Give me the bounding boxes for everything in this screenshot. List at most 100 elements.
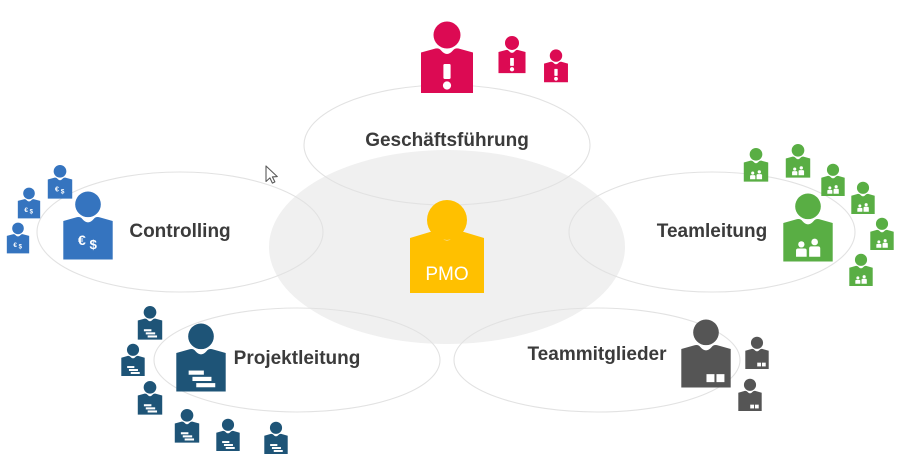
exclamation-dot-icon <box>554 76 558 81</box>
group-projektleitung: Projektleitung <box>121 305 360 454</box>
mini-person-head-icon <box>793 167 797 171</box>
document-line-icon <box>147 335 158 338</box>
exclamation-bar-icon <box>554 68 558 76</box>
badge-square-icon <box>757 362 762 367</box>
person-head-icon <box>180 408 194 422</box>
person-head-icon <box>433 21 461 49</box>
person-head-icon <box>743 378 757 391</box>
group-teamleitung: Teamleitung <box>657 143 894 286</box>
group-label-controlling: Controlling <box>129 221 230 242</box>
mini-person-body-icon <box>798 170 805 176</box>
group-label-teammitglieder: Teammitglieder <box>527 344 667 365</box>
euro-symbol-icon: € <box>55 187 59 194</box>
mini-person-body-icon <box>855 279 861 284</box>
group-teammitglieder: Teammitglieder <box>527 319 769 411</box>
main-icon-teammitglieder <box>681 319 731 388</box>
person-body-icon <box>870 229 894 250</box>
document-line-icon <box>184 438 195 441</box>
document-line-icon <box>128 369 138 371</box>
mini-person-head-icon <box>877 240 881 244</box>
mini-person-head-icon <box>757 170 761 174</box>
mini-person-body-icon <box>882 242 888 248</box>
mini-person-head-icon <box>799 166 803 170</box>
document-line-icon <box>180 432 189 435</box>
person-head-icon <box>53 164 67 178</box>
mini-person-body-icon <box>796 248 807 257</box>
dollar-symbol-icon: $ <box>90 237 98 252</box>
document-line-icon <box>223 444 233 446</box>
arrow-pointer-icon <box>265 165 278 184</box>
badge-square-icon <box>706 374 715 383</box>
person-head-icon <box>143 380 157 394</box>
person-head-icon <box>549 49 563 62</box>
satellite-icon-geschaeftsfuehrung-1 <box>544 49 568 83</box>
document-line-icon <box>127 366 135 369</box>
mini-person-body-icon <box>863 206 869 212</box>
person-body-icon <box>216 430 240 451</box>
person-body-icon <box>821 175 845 196</box>
document-line-icon <box>130 371 140 374</box>
person-head-icon <box>504 35 520 50</box>
person-head-icon <box>12 222 24 235</box>
exclamation-bar-icon <box>443 64 451 79</box>
person-head-icon <box>750 336 764 349</box>
mini-person-body-icon <box>792 171 798 176</box>
exclamation-dot-icon <box>442 81 452 90</box>
document-line-icon <box>143 329 152 332</box>
euro-symbol-icon: € <box>13 242 17 249</box>
main-icon-projektleitung <box>176 323 226 392</box>
pmo-label: PMO <box>425 264 468 285</box>
mouse-cursor <box>265 165 278 184</box>
mini-person-head-icon <box>856 276 860 280</box>
pmo-head-icon <box>427 200 467 240</box>
mini-person-head-icon <box>751 171 755 175</box>
badge-square-icon <box>716 374 725 383</box>
person-head-icon <box>693 319 719 346</box>
person-head-icon <box>856 181 870 194</box>
mini-person-head-icon <box>828 186 832 190</box>
satellite-icon-teamleitung-5 <box>849 253 873 286</box>
document-line-icon <box>222 441 230 444</box>
person-body-icon <box>137 393 163 415</box>
person-body-icon <box>63 217 113 260</box>
person-head-icon <box>143 305 157 319</box>
document-line-icon <box>196 383 216 388</box>
document-line-icon <box>273 449 283 452</box>
person-body-icon <box>121 355 145 376</box>
group-geschaeftsfuehrung: Geschäftsführung <box>365 21 568 151</box>
ring-teamleitung <box>568 171 856 293</box>
person-body-icon <box>849 265 873 286</box>
mini-person-head-icon <box>798 241 805 248</box>
satellite-icon-teamleitung-3 <box>851 181 875 214</box>
person-body-icon <box>743 160 769 182</box>
person-body-icon <box>47 177 73 199</box>
person-body-icon <box>264 433 288 454</box>
mini-person-body-icon <box>750 175 756 180</box>
person-body-icon <box>137 318 163 340</box>
mini-person-head-icon <box>864 203 868 207</box>
person-head-icon <box>854 253 868 266</box>
exclamation-dot-icon <box>509 67 515 72</box>
document-line-icon <box>225 446 235 449</box>
document-line-icon <box>188 370 204 375</box>
person-body-icon <box>783 219 833 262</box>
mini-person-head-icon <box>834 185 838 189</box>
dollar-symbol-icon: $ <box>61 188 65 195</box>
person-head-icon <box>75 191 101 218</box>
person-head-icon <box>126 343 140 356</box>
euro-symbol-icon: € <box>24 207 28 214</box>
satellite-icon-controlling-2: €$ <box>6 222 30 254</box>
document-line-icon <box>271 447 281 449</box>
mini-person-body-icon <box>809 246 821 257</box>
satellite-icon-projektleitung-0 <box>137 305 163 340</box>
document-line-icon <box>182 435 193 438</box>
person-body-icon <box>785 156 811 178</box>
ring-teammitglieder <box>453 307 741 413</box>
group-label-geschaeftsfuehrung: Geschäftsführung <box>365 130 529 151</box>
badge-square-icon <box>754 404 759 409</box>
document-line-icon <box>147 410 158 413</box>
satellite-icon-projektleitung-5 <box>264 421 288 454</box>
person-head-icon <box>188 323 214 350</box>
mini-person-body-icon <box>827 189 833 194</box>
